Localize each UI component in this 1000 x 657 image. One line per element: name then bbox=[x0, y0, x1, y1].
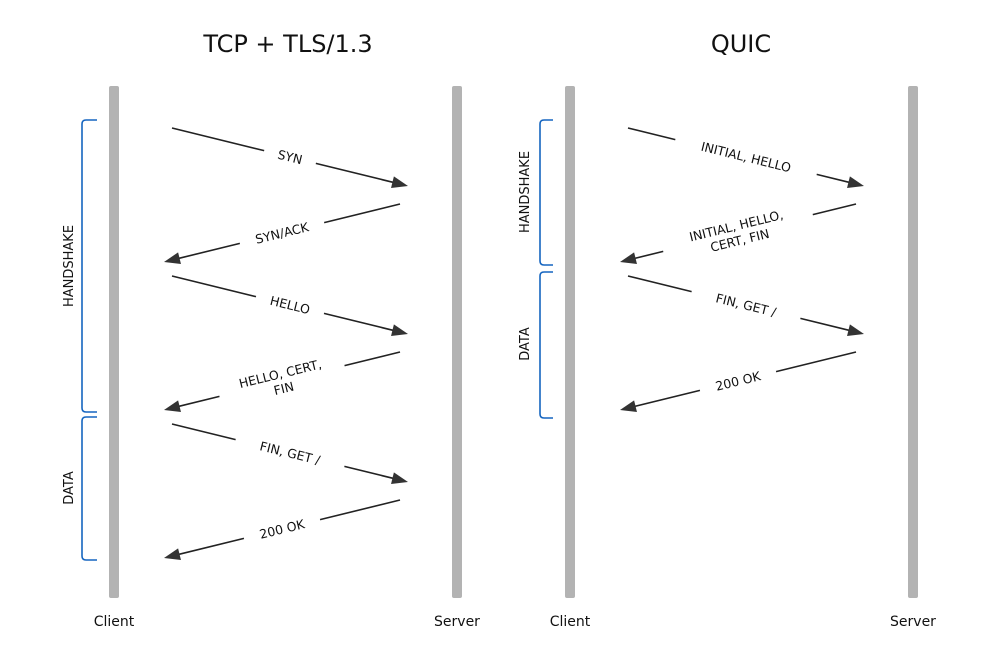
arrow-line bbox=[800, 317, 852, 332]
arrow-line bbox=[176, 242, 241, 260]
message-arrow: SYN bbox=[171, 127, 408, 189]
client-label: Client bbox=[550, 614, 591, 630]
diagram-title: TCP + TLS/1.3 bbox=[202, 30, 372, 58]
arrow-line bbox=[627, 127, 676, 141]
message-arrow: 200 OK bbox=[164, 499, 401, 561]
arrow-line bbox=[344, 351, 401, 367]
message-arrow: FIN, GET / bbox=[627, 275, 864, 337]
client-lifeline bbox=[565, 86, 575, 598]
message-label: HELLO, CERT,FIN bbox=[237, 356, 326, 405]
message-label-line: 200 OK bbox=[714, 368, 763, 394]
client-label: Client bbox=[94, 614, 135, 630]
arrow-line bbox=[319, 499, 401, 521]
arrow-line bbox=[775, 351, 857, 373]
data-phase-label: DATA bbox=[62, 471, 77, 505]
message-label-line: FIN, GET / bbox=[714, 290, 778, 319]
message-list: INITIAL, HELLO INITIAL, HELLO,CERT, FIN FI… bbox=[620, 127, 864, 413]
handshake-phase-label: HANDSHAKE bbox=[62, 225, 77, 307]
data-bracket bbox=[81, 416, 97, 561]
arrowhead-icon bbox=[391, 472, 408, 485]
arrow-line bbox=[632, 250, 664, 260]
arrowhead-icon bbox=[164, 548, 181, 561]
data-bracket bbox=[539, 271, 553, 419]
arrowhead-icon bbox=[391, 324, 408, 337]
message-arrow: HELLO bbox=[171, 275, 408, 337]
arrow-line bbox=[176, 395, 220, 408]
arrow-line bbox=[171, 127, 265, 152]
message-arrow: HELLO, CERT,FIN bbox=[164, 351, 401, 413]
arrow-line bbox=[632, 389, 701, 408]
message-label: 200 OK bbox=[714, 368, 763, 394]
message-label: FIN, GET / bbox=[714, 290, 778, 319]
message-label: HELLO bbox=[268, 293, 311, 317]
arrowhead-icon bbox=[164, 400, 181, 413]
server-label: Server bbox=[434, 614, 480, 630]
arrowhead-icon bbox=[620, 252, 637, 265]
diagram-title: QUIC bbox=[711, 30, 771, 58]
message-arrow: FIN, GET / bbox=[171, 423, 408, 485]
message-arrow: INITIAL, HELLO bbox=[627, 127, 864, 189]
data-phase-label: DATA bbox=[518, 327, 533, 361]
message-label: SYN/ACK bbox=[254, 219, 311, 247]
arrow-line bbox=[816, 173, 852, 184]
arrow-line bbox=[315, 162, 396, 184]
message-label: INITIAL, HELLO bbox=[699, 139, 792, 176]
message-label: FIN, GET / bbox=[258, 438, 322, 467]
message-label: SYN bbox=[276, 147, 304, 168]
arrow-line bbox=[323, 203, 401, 224]
arrowhead-icon bbox=[164, 252, 181, 265]
server-label: Server bbox=[890, 614, 936, 630]
message-label-line: 200 OK bbox=[258, 516, 307, 542]
message-label-line: SYN bbox=[276, 147, 304, 168]
message-label-line: HELLO bbox=[268, 293, 311, 317]
message-label: INITIAL, HELLO,CERT, FIN bbox=[688, 207, 788, 259]
message-list: SYN SYN/ACK HELLO HELLO, CERT,FIN FIN, GET /… bbox=[164, 127, 408, 561]
message-label-line: SYN/ACK bbox=[254, 219, 311, 247]
message-label-line: INITIAL, HELLO bbox=[699, 139, 792, 176]
diagram-quic: QUIC Client Server HANDSHAKE DATA INITIA… bbox=[518, 30, 936, 630]
message-label-line: FIN bbox=[272, 379, 295, 398]
arrow-line bbox=[171, 423, 236, 441]
arrowhead-icon bbox=[620, 400, 637, 413]
arrow-line bbox=[171, 275, 257, 298]
arrow-line bbox=[627, 275, 692, 293]
message-label-line: FIN, GET / bbox=[258, 438, 322, 467]
diagram-tcp-tls: TCP + TLS/1.3 Client Server HANDSHAKE DA… bbox=[62, 30, 480, 630]
arrow-line bbox=[176, 537, 245, 556]
handshake-phase-label: HANDSHAKE bbox=[518, 151, 533, 233]
arrow-line bbox=[344, 465, 396, 480]
message-label: 200 OK bbox=[258, 516, 307, 542]
server-lifeline bbox=[452, 86, 462, 598]
message-arrow: SYN/ACK bbox=[164, 203, 401, 265]
message-arrow: INITIAL, HELLO,CERT, FIN bbox=[620, 203, 857, 265]
handshake-bracket bbox=[539, 119, 553, 266]
arrow-line bbox=[812, 203, 857, 216]
server-lifeline bbox=[908, 86, 918, 598]
handshake-bracket bbox=[81, 119, 97, 413]
arrowhead-icon bbox=[847, 324, 864, 337]
client-lifeline bbox=[109, 86, 119, 598]
arrowhead-icon bbox=[391, 176, 408, 189]
arrow-line bbox=[323, 312, 396, 332]
arrowhead-icon bbox=[847, 176, 864, 189]
message-arrow: 200 OK bbox=[620, 351, 857, 413]
